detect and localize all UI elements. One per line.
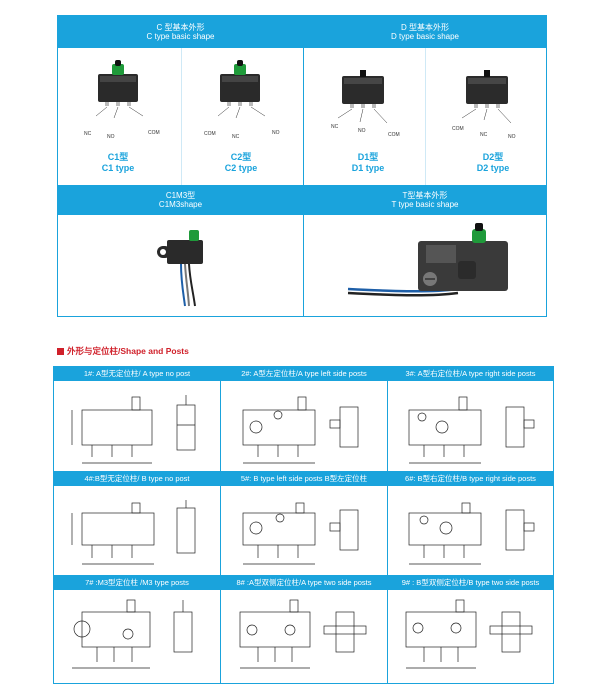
c1-pin-com: COM: [148, 130, 160, 136]
c-type-header: C 型基本外形 C type basic shape: [58, 16, 303, 48]
post-drawing-1: [71, 395, 196, 464]
c2-en: C2 type: [224, 163, 258, 173]
c1m3-header: C1M3型 C1M3shape: [58, 185, 303, 215]
c2-pin-com: COM: [204, 131, 216, 137]
c-type-header-en: C type basic shape: [146, 32, 215, 41]
red-square-icon: [57, 348, 64, 355]
d1-pin-no: NO: [358, 128, 366, 134]
d2-type-label: D2型 D2 type: [463, 152, 523, 174]
d-type-header: D 型基本外形 D type basic shape: [304, 16, 546, 48]
post-header-2: 2#: A型左定位柱/A type left side posts: [221, 367, 387, 381]
post-header-4: 4#:B型无定位柱/ B type no post: [54, 472, 220, 486]
t-type-switch-image: [347, 223, 508, 297]
c2-switch-image: [217, 60, 266, 119]
post-drawing-7: [72, 599, 193, 669]
d2-cn: D2型: [482, 152, 504, 162]
d1-type-label: D1型 D1 type: [338, 152, 398, 174]
c1m3-header-cn: C1M3型: [165, 191, 196, 200]
section-title: 外形与定位柱/Shape and Posts: [57, 345, 189, 357]
post-header-5: 5#: B type left side posts B型左定位柱: [221, 472, 387, 486]
d2-pin-nc: NC: [480, 132, 488, 138]
post-header-7: 7# :M3型定位柱 /M3 type posts: [54, 576, 220, 590]
section-title-text: 外形与定位柱/Shape and Posts: [67, 346, 189, 356]
t-type-header: T型基本外形 T type basic shape: [304, 185, 546, 215]
d1-en: D1 type: [351, 163, 385, 173]
post-drawing-4: [71, 500, 196, 565]
d2-pin-com: COM: [452, 126, 464, 132]
t-type-header-cn: T型基本外形: [402, 191, 448, 200]
posts-grid: 1#: A型无定位柱/ A type no post 2#: A型左定位柱/A …: [53, 366, 554, 684]
post-header-9: 9# : B型双侧定位柱/B type two side posts: [388, 576, 553, 590]
basic-shapes-table: C 型基本外形 C type basic shape D 型基本外形 D typ…: [57, 15, 547, 317]
d1-pin-nc: NC: [331, 124, 339, 130]
post-header-6: 6#: B型右定位柱/B type right side posts: [388, 472, 553, 486]
d1-cn: D1型: [357, 152, 379, 162]
t-type-header-en: T type basic shape: [391, 200, 459, 209]
c1-type-label: C1型 C1 type: [88, 152, 148, 174]
d2-pin-no: NO: [508, 134, 516, 140]
post-drawing-8: [239, 599, 367, 669]
c1-switch-image: [95, 60, 144, 119]
post-drawing-6: [408, 502, 535, 565]
d-type-header-en: D type basic shape: [390, 32, 460, 41]
post-header-8: 8# :A型双侧定位柱/A type two side posts: [221, 576, 387, 590]
c2-pin-no: NO: [272, 130, 280, 136]
c1-pin-nc: NC: [84, 131, 92, 137]
post-drawing-5: [242, 502, 359, 565]
c1-pin-no: NO: [107, 134, 115, 140]
c2-type-label: C2型 C2 type: [211, 152, 271, 174]
d2-switch-image: [461, 70, 512, 124]
c1m3-header-en: C1M3shape: [158, 200, 203, 209]
post-drawing-3: [408, 396, 535, 464]
c-type-header-cn: C 型基本外形: [156, 23, 205, 32]
c2-pin-nc: NC: [232, 134, 240, 140]
d1-switch-image: [337, 70, 388, 124]
d-type-header-cn: D 型基本外形: [401, 23, 449, 32]
d1-pin-com: COM: [388, 132, 400, 138]
post-header-1: 1#: A型无定位柱/ A type no post: [54, 367, 220, 381]
c1m3-switch-image: [157, 230, 203, 307]
post-header-3: 3#: A型右定位柱/A type right side posts: [388, 367, 553, 381]
d2-en: D2 type: [476, 163, 510, 173]
c2-cn: C2型: [230, 152, 252, 162]
c1-cn: C1型: [107, 152, 129, 162]
post-drawing-9: [405, 599, 533, 669]
post-drawing-2: [242, 396, 359, 464]
c1-en: C1 type: [101, 163, 135, 173]
